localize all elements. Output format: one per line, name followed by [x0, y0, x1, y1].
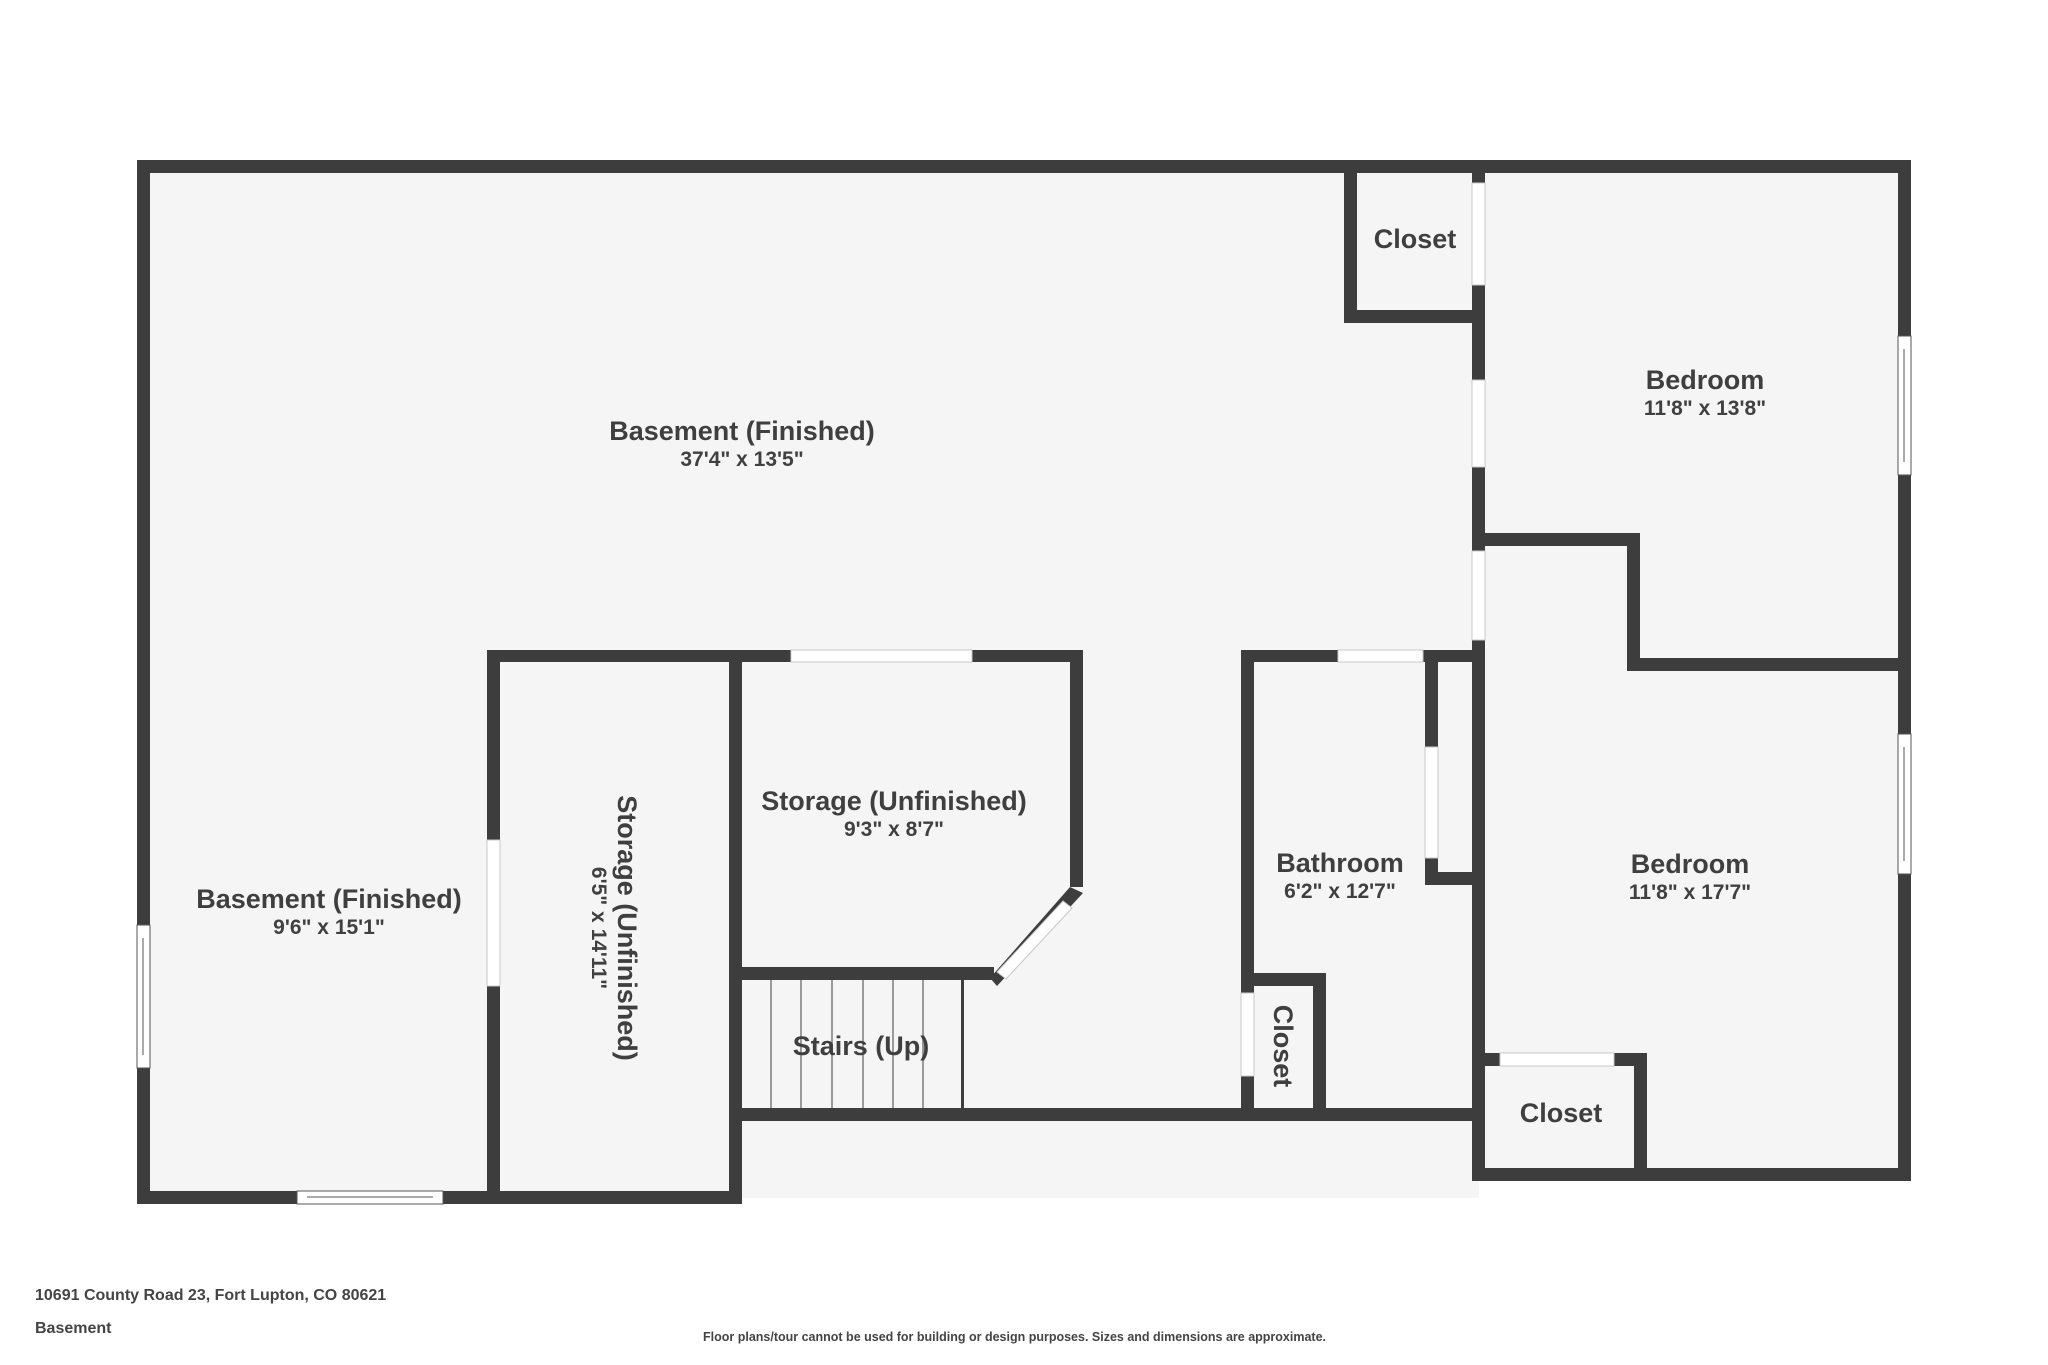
stair-treads	[770, 980, 924, 1108]
room-dims: 9'6" x 15'1"	[273, 916, 385, 940]
room-dims: 6'5" x 14'11"	[586, 866, 610, 990]
property-address: 10691 County Road 23, Fort Lupton, CO 80…	[35, 1287, 387, 1304]
floor-level-label: Basement	[35, 1320, 112, 1337]
room-bedroom-2: Bedroom 11'8" x 17'7"	[1629, 848, 1751, 906]
room-name: Basement (Finished)	[196, 884, 462, 915]
room-basement-lower: Basement (Finished) 9'6" x 15'1"	[196, 883, 462, 941]
room-closet-top: Closet	[1374, 223, 1457, 255]
room-storage-upper: Storage (Unfinished) 9'3" x 8'7"	[761, 785, 1027, 843]
disclaimer: Floor plans/tour cannot be used for buil…	[703, 1330, 1327, 1344]
room-dims: 11'8" x 13'8"	[1643, 397, 1767, 421]
room-name: Bedroom	[1630, 849, 1750, 880]
room-dims: 9'3" x 8'7"	[844, 818, 944, 842]
room-dims: 11'8" x 17'7"	[1628, 881, 1752, 905]
room-name: Storage (Unfinished)	[611, 795, 642, 1061]
room-bathroom: Bathroom 6'2" x 12'7"	[1276, 847, 1404, 905]
room-closet-bottom: Closet	[1520, 1097, 1603, 1129]
room-closet-small: Closet	[1267, 1005, 1299, 1088]
windows	[136, 335, 1912, 1205]
room-name: Closet	[1519, 1097, 1603, 1128]
room-name: Stairs (Up)	[792, 1030, 930, 1061]
room-stairs: Stairs (Up)	[793, 1030, 930, 1062]
floor-fill	[143, 166, 1905, 1198]
room-name: Closet	[1373, 223, 1457, 254]
room-basement-main: Basement (Finished) 37'4" x 13'5"	[609, 415, 875, 473]
room-dims: 37'4" x 13'5"	[680, 448, 804, 472]
door-openings	[486, 182, 1615, 1077]
room-storage-tall: Storage (Unfinished) 6'5" x 14'11"	[585, 795, 643, 1061]
room-dims: 6'2" x 12'7"	[1284, 880, 1396, 904]
room-name: Bedroom	[1645, 365, 1765, 396]
room-name: Closet	[1268, 1004, 1299, 1088]
room-name: Basement (Finished)	[609, 416, 875, 447]
room-name: Storage (Unfinished)	[761, 786, 1027, 817]
room-name: Bathroom	[1276, 848, 1404, 879]
room-bedroom-1: Bedroom 11'8" x 13'8"	[1644, 364, 1766, 422]
